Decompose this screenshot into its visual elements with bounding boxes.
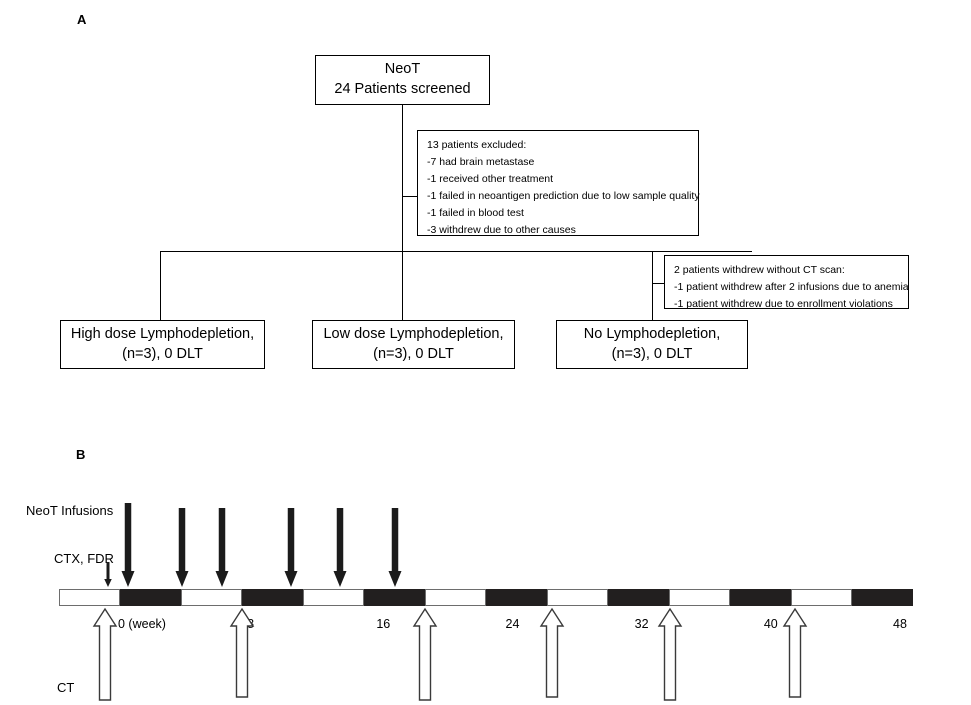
withdrew-no-ct-box: 2 patients withdrew without CT scan: -1 … xyxy=(664,255,909,310)
connector-to-excluded-box xyxy=(402,196,418,197)
tick-label-week-48: 48 xyxy=(893,617,907,631)
infusion-arrow xyxy=(388,508,402,587)
ct-scan-arrow xyxy=(782,607,808,698)
tick-label-week-0: 0 (week) xyxy=(118,617,166,631)
tick-label-week-8: 8 xyxy=(247,617,255,631)
timeline-segment xyxy=(425,589,486,606)
connector-root-down xyxy=(402,105,403,251)
excluded-box-item-2: -1 received other treatment xyxy=(427,173,554,185)
flow-node-root: NeoT 24 Patients screened xyxy=(315,55,490,105)
excluded-box-title: 13 patients excluded: xyxy=(427,139,527,151)
excluded-box-item-4: -1 failed in blood test xyxy=(427,207,524,219)
timeline-segment xyxy=(59,589,120,606)
ctx-fdr-label: CTX, FDR xyxy=(54,551,114,566)
arm-2-line1: Low dose Lymphodepletion, xyxy=(323,325,504,342)
withdrew-box-item-2: -1 patient withdrew due to enrollment vi… xyxy=(674,298,893,310)
excluded-box-item-1: -7 had brain metastase xyxy=(427,156,535,168)
arm-2-line2: (n=3), 0 DLT xyxy=(373,345,454,362)
timeline-segment xyxy=(242,589,303,606)
tick-label-week-32: 32 xyxy=(634,617,649,631)
withdrew-box-title: 2 patients withdrew without CT scan: xyxy=(674,264,845,276)
ct-scan-arrow xyxy=(657,607,683,701)
ct-scan-arrow xyxy=(539,607,565,698)
withdrew-box-item-1: -1 patient withdrew after 2 infusions du… xyxy=(674,281,909,293)
flow-node-arm-high-dose: High dose Lymphodepletion, (n=3), 0 DLT xyxy=(60,320,265,369)
infusion-arrow xyxy=(215,508,229,587)
infusion-arrow xyxy=(333,508,347,587)
arm-1-line1: High dose Lymphodepletion, xyxy=(70,325,255,342)
timeline-segment xyxy=(608,589,669,606)
excluded-box-item-3: -1 failed in neoantigen prediction due t… xyxy=(427,190,700,202)
timeline-segment xyxy=(303,589,364,606)
connector-arm-3-down xyxy=(652,251,653,320)
panel-a-label: A xyxy=(77,12,87,27)
infusion-arrow xyxy=(121,503,135,587)
arm-1-line2: (n=3), 0 DLT xyxy=(122,345,203,362)
connector-arm-2-down xyxy=(402,251,403,320)
excluded-patients-box: 13 patients excluded: -7 had brain metas… xyxy=(417,130,700,236)
tick-label-week-40: 40 xyxy=(763,617,778,631)
timeline-segment xyxy=(364,589,425,606)
flow-node-root-line1: NeoT xyxy=(384,61,421,78)
connector-to-withdrew-box xyxy=(652,283,665,284)
ct-scan-arrow xyxy=(412,607,438,701)
tick-label-week-16: 16 xyxy=(376,617,391,631)
timeline-segment xyxy=(181,589,242,606)
timeline-segment xyxy=(120,589,181,606)
infusion-arrow xyxy=(175,508,189,587)
connector-split-horizontal xyxy=(160,251,752,252)
flow-node-arm-low-dose: Low dose Lymphodepletion, (n=3), 0 DLT xyxy=(312,320,515,369)
arm-3-line2: (n=3), 0 DLT xyxy=(611,345,693,362)
connector-arm-1-down xyxy=(160,251,161,320)
timeline-segment xyxy=(791,589,852,606)
timeline-segment xyxy=(852,589,913,606)
flow-node-root-line2: 24 Patients screened xyxy=(334,81,471,97)
excluded-box-item-5: -3 withdrew due to other causes xyxy=(427,224,576,236)
panel-b-label: B xyxy=(76,447,86,462)
flow-node-arm-no-depletion: No Lymphodepletion, (n=3), 0 DLT xyxy=(556,320,748,369)
timeline-segment xyxy=(669,589,730,606)
tick-label-week-24: 24 xyxy=(505,617,520,631)
ct-label: CT xyxy=(57,680,75,695)
infusion-arrow xyxy=(284,508,298,587)
timeline-segment xyxy=(486,589,547,606)
arm-3-line1: No Lymphodepletion, xyxy=(583,325,721,342)
timeline-segment xyxy=(547,589,608,606)
ct-scan-arrow xyxy=(92,607,118,701)
timeline-segment xyxy=(730,589,791,606)
neot-infusions-label: NeoT Infusions xyxy=(26,503,114,518)
